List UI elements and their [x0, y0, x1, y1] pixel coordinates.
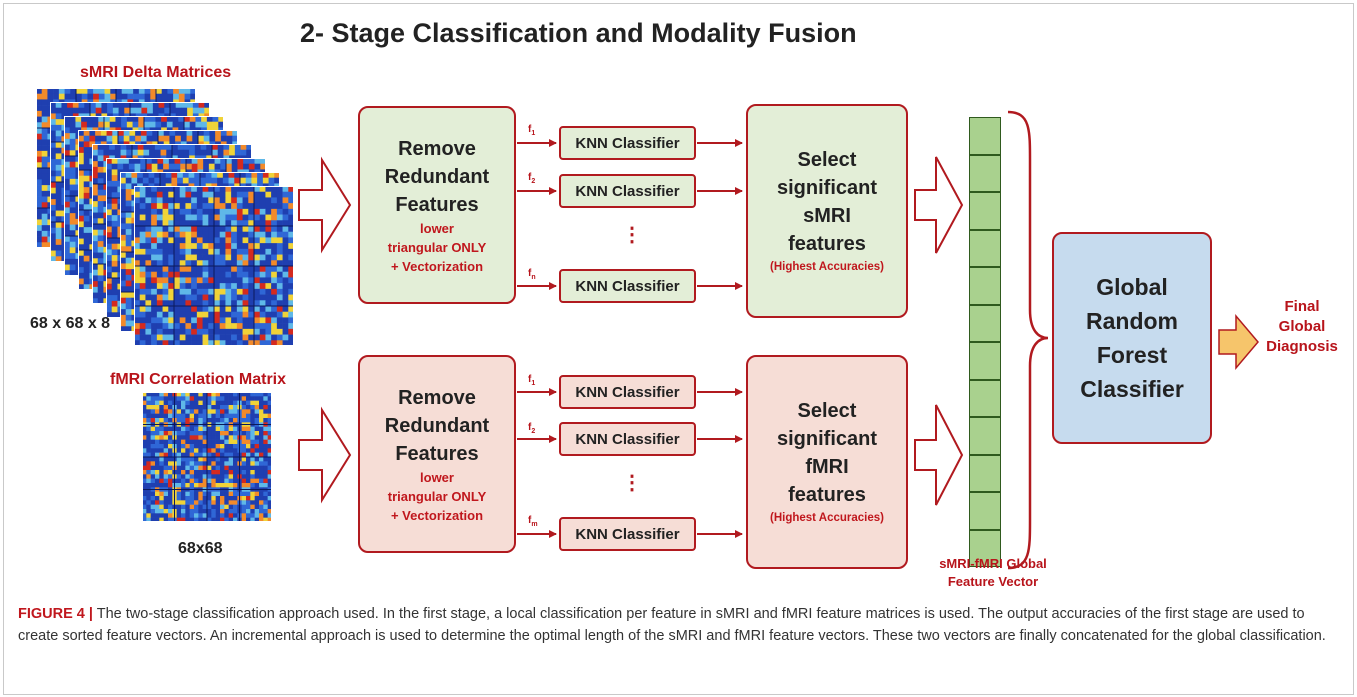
select-smri-line-2: significant — [776, 176, 877, 199]
diagram-title: 2- Stage Classification and Modality Fus… — [300, 18, 857, 48]
select-fmri-line-2: significant — [776, 427, 877, 450]
classifier-line-2: Random — [1086, 308, 1178, 334]
select-smri-sub: (Highest Accuracies) — [770, 260, 884, 273]
feature-vector-cell — [969, 529, 1001, 567]
connector-overlay — [298, 110, 1259, 570]
global-random-forest-classifier-box: Global Random Forest Classifier — [1052, 232, 1212, 444]
knn-classifier-smri-1: KNN Classifier — [559, 126, 696, 160]
remove-sub-1: lower — [420, 220, 454, 236]
remove-title-1: Remove — [398, 386, 476, 409]
smri-remove-redundant-box: Remove Redundant Features lower triangul… — [358, 106, 516, 304]
feature-vector-cell — [969, 154, 1001, 192]
final-diagnosis-arrow — [1218, 313, 1259, 371]
knn-classifier-smri-n: KNN Classifier — [559, 269, 696, 303]
feature-vector-cell — [969, 342, 1001, 380]
smri-label: sMRI Delta Matrices — [80, 64, 232, 81]
smri-knn-ellipsis: ⋮ — [622, 224, 642, 246]
feature-vector-cell — [969, 417, 1001, 455]
classifier-line-1: Global — [1096, 274, 1168, 300]
brace-to-classifier — [1007, 110, 1049, 570]
global-vector-label: sMRI-fMRI Global Feature Vector — [939, 556, 1047, 589]
figure-caption: FIGURE 4 | The two-stage classification … — [18, 603, 1338, 647]
select-smri-line-1: Select — [797, 148, 857, 171]
remove-sub-3: + Vectorization — [390, 507, 484, 523]
remove-sub-2: triangular ONLY — [387, 239, 487, 255]
remove-title-2: Redundant — [384, 414, 490, 437]
feature-vector-cell — [969, 454, 1001, 492]
feature-vector-cell — [969, 267, 1001, 305]
feature-vector-cell — [969, 379, 1001, 417]
select-fmri-line-4: features — [788, 483, 866, 506]
select-fmri-line-3: fMRI — [805, 455, 849, 478]
remove-title-2: Redundant — [384, 165, 490, 188]
remove-sub-3: + Vectorization — [390, 258, 484, 274]
smri-fn-label: fn — [528, 268, 536, 281]
classifier-line-4: Classifier — [1080, 376, 1184, 402]
fmri-remove-redundant-box: Remove Redundant Features lower triangul… — [358, 355, 516, 553]
smri-dims: 68 x 68 x 8 — [30, 315, 111, 332]
fmri-f1-label: f1 — [528, 374, 536, 387]
feature-vector-cell — [969, 492, 1001, 530]
remove-title-1: Remove — [398, 137, 476, 160]
block-arrow-select-fmri-to-vector — [914, 404, 964, 506]
remove-sub-1: lower — [420, 469, 454, 485]
fmri-f2-label: f2 — [528, 422, 536, 435]
feature-vector-cell — [969, 229, 1001, 267]
final-global-diagnosis-label: Final Global Diagnosis — [1266, 298, 1338, 355]
feature-vector-cell — [969, 117, 1001, 155]
feature-vector-cell — [969, 192, 1001, 230]
fmri-fm-label: fm — [528, 515, 538, 528]
smri-delta-matrix — [134, 186, 294, 346]
caption-text: The two-stage classification approach us… — [18, 606, 1326, 644]
caption-figure-label: FIGURE 4 | — [18, 606, 93, 622]
select-fmri-line-1: Select — [797, 399, 857, 422]
remove-title-3: Features — [395, 442, 479, 465]
fmri-dims: 68x68 — [178, 540, 223, 557]
feature-vector-cell — [969, 304, 1001, 342]
fmri-correlation-matrix — [142, 392, 272, 522]
remove-sub-2: triangular ONLY — [387, 488, 487, 504]
knn-classifier-fmri-1: KNN Classifier — [559, 375, 696, 409]
knn-classifier-smri-2: KNN Classifier — [559, 174, 696, 208]
block-arrow-smri-to-remove — [298, 156, 352, 254]
knn-classifier-fmri-m: KNN Classifier — [559, 517, 696, 551]
smri-f2-label: f2 — [528, 172, 536, 185]
knn-classifier-fmri-2: KNN Classifier — [559, 422, 696, 456]
block-arrow-fmri-to-remove — [298, 406, 352, 504]
fmri-label: fMRI Correlation Matrix — [110, 371, 287, 388]
select-smri-line-3: sMRI — [803, 204, 851, 227]
select-fmri-features-box: Select significant fMRI features (Highes… — [746, 355, 908, 569]
remove-title-3: Features — [395, 193, 479, 216]
smri-f1-label: f1 — [528, 124, 536, 137]
classifier-line-3: Forest — [1096, 342, 1168, 368]
diagram: 2- Stage Classification and Modality Fus… — [30, 18, 1338, 589]
fmri-knn-ellipsis: ⋮ — [622, 472, 642, 494]
block-arrow-select-smri-to-vector — [914, 156, 964, 254]
select-smri-line-4: features — [788, 232, 866, 255]
select-fmri-sub: (Highest Accuracies) — [770, 511, 884, 524]
select-smri-features-box: Select significant sMRI features (Highes… — [746, 104, 908, 318]
